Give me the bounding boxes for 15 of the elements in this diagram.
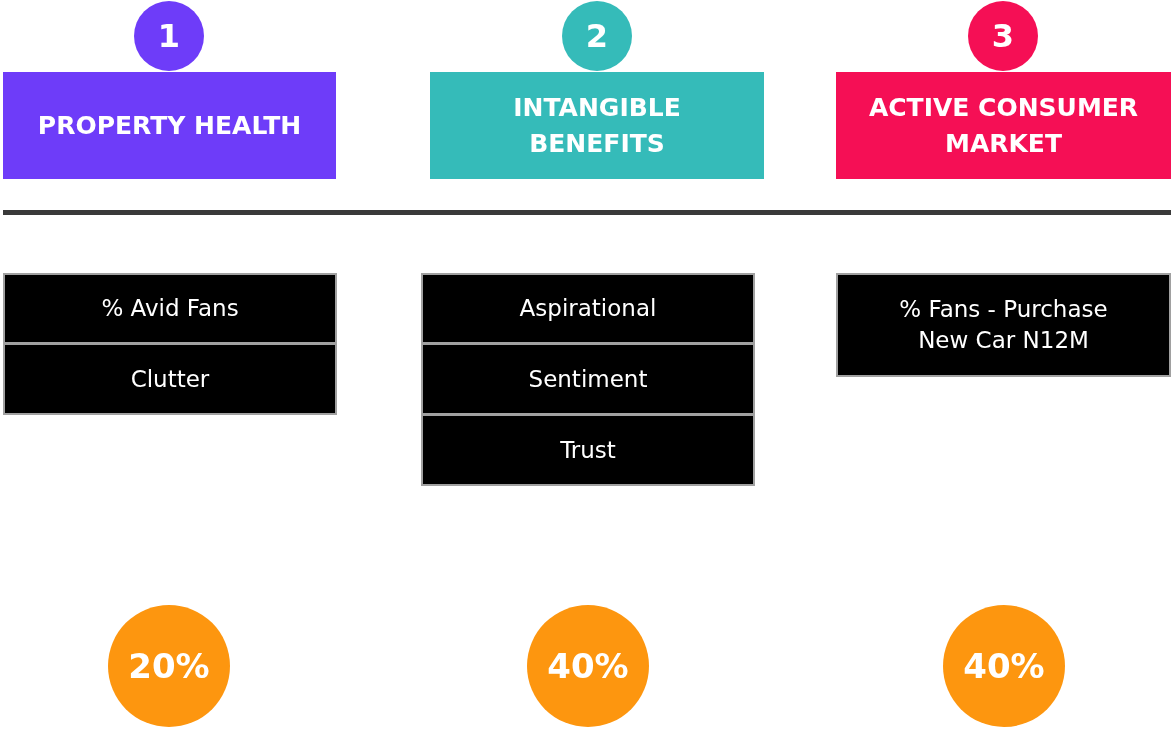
weight-circle: 20% [108, 605, 230, 727]
step-number: 1 [134, 1, 204, 71]
step-number: 3 [968, 1, 1038, 71]
metric-cell: Sentiment [421, 343, 755, 415]
category-header: INTANGIBLE BENEFITS [430, 72, 764, 179]
metric-cell: % Fans - Purchase New Car N12M [836, 273, 1171, 377]
metric-cell: Trust [421, 414, 755, 486]
category-header: PROPERTY HEALTH [3, 72, 336, 179]
weight-circle: 40% [527, 605, 649, 727]
step-number: 2 [562, 1, 632, 71]
metric-cell: Aspirational [421, 273, 755, 344]
metric-cell: Clutter [3, 343, 337, 415]
category-header: ACTIVE CONSUMER MARKET [836, 72, 1171, 179]
weight-circle: 40% [943, 605, 1065, 727]
metric-cell: % Avid Fans [3, 273, 337, 344]
